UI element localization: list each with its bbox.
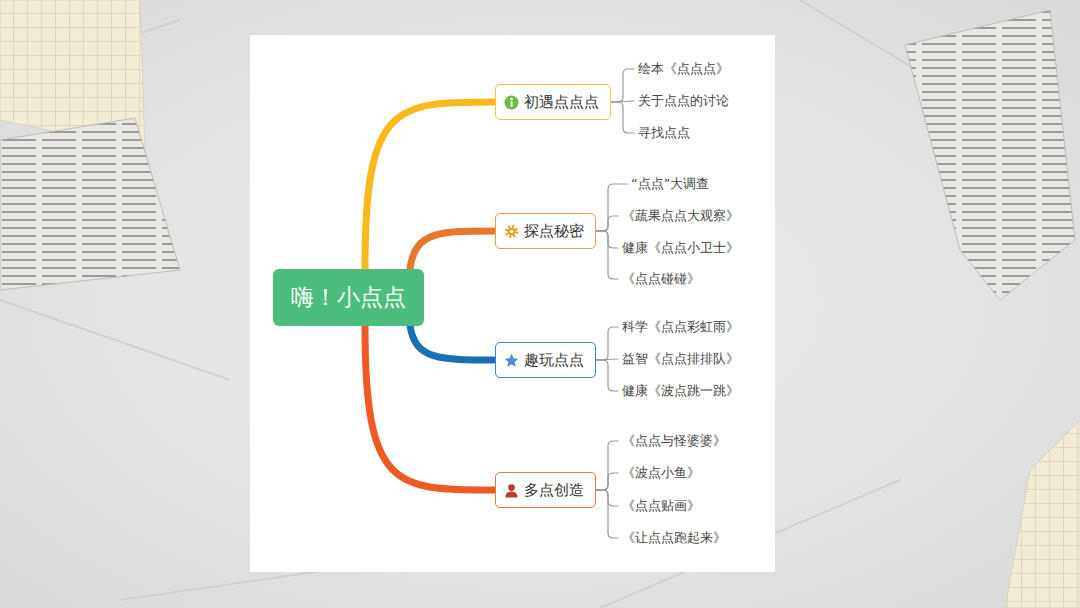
branch-curve [365, 326, 495, 491]
person-icon [504, 483, 519, 498]
leaf-item: 《点点碰碰》 [622, 270, 700, 288]
leaf-label: 《蔬果点点大观察》 [622, 208, 739, 223]
leaf-label: 《波点小鱼》 [622, 465, 700, 480]
leaf-item: 《点点与怪婆婆》 [622, 432, 726, 450]
leaf-item: 科学《点点彩虹雨》 [622, 318, 739, 336]
leaf-item: 《波点小鱼》 [622, 464, 700, 482]
leaf-label: 《让点点跑起来》 [622, 530, 726, 545]
root-box: 嗨！小点点 [273, 269, 424, 326]
leaf-label: 绘本《点点点》 [638, 61, 729, 76]
leaf-item: 关于点点的讨论 [638, 92, 729, 110]
gear-icon [504, 224, 519, 239]
bracket-line [596, 473, 618, 490]
leaf-item: 《让点点跑起来》 [622, 529, 726, 547]
leaf-label: 《点点贴画》 [622, 498, 700, 513]
leaf-item: 益智《点点排排队》 [622, 350, 739, 368]
newspaper-right [905, 10, 1075, 300]
info-icon [504, 95, 519, 110]
bracket-line [596, 216, 618, 231]
leaf-label: “点点”大调查 [631, 176, 709, 191]
bracket-line [611, 102, 634, 133]
bracket-line [596, 231, 618, 279]
leaf-label: 益智《点点排排队》 [622, 351, 739, 366]
leaf-label: 《点点碰碰》 [622, 271, 700, 286]
branch-box: 初遇点点点 [495, 84, 611, 120]
leaf-label: 寻找点点 [638, 125, 690, 140]
leaf-item: 寻找点点 [638, 124, 690, 142]
leaf-label: 健康《波点跳一跳》 [622, 383, 739, 398]
leaf-label: 关于点点的讨论 [638, 93, 729, 108]
leaf-label: 健康《点点小卫士》 [622, 240, 739, 255]
branch-box: 探点秘密 [495, 213, 596, 249]
bracket-line [596, 360, 618, 391]
branch-label: 趣玩点点 [524, 351, 584, 370]
branch-curve [410, 231, 495, 269]
root-label: 嗨！小点点 [291, 282, 406, 313]
star-icon [504, 353, 519, 368]
branch-curve [410, 326, 495, 361]
leaf-item: 绘本《点点点》 [638, 60, 729, 78]
leaf-item: 健康《点点小卫士》 [622, 239, 739, 257]
leaf-item: 健康《波点跳一跳》 [622, 382, 739, 400]
newspaper-left [0, 118, 180, 290]
branch-curve [365, 102, 495, 269]
grid-paper-bottom-right [1005, 420, 1080, 608]
branch-label: 初遇点点点 [524, 93, 599, 112]
branch-box: 趣玩点点 [495, 342, 596, 378]
bracket-line [596, 490, 618, 538]
leaf-item: 《蔬果点点大观察》 [622, 207, 739, 225]
leaf-label: 《点点与怪婆婆》 [622, 433, 726, 448]
bracket-line [596, 327, 618, 360]
bracket-line [596, 184, 627, 231]
white-panel [250, 35, 775, 572]
bracket-line [611, 69, 634, 102]
bracket-line [596, 441, 618, 490]
branch-box: 多点创造 [495, 472, 596, 508]
leaf-item: “点点”大调查 [631, 175, 709, 193]
branch-label: 多点创造 [524, 481, 584, 500]
leaf-item: 《点点贴画》 [622, 497, 700, 515]
leaf-label: 科学《点点彩虹雨》 [622, 319, 739, 334]
branch-label: 探点秘密 [524, 222, 584, 241]
